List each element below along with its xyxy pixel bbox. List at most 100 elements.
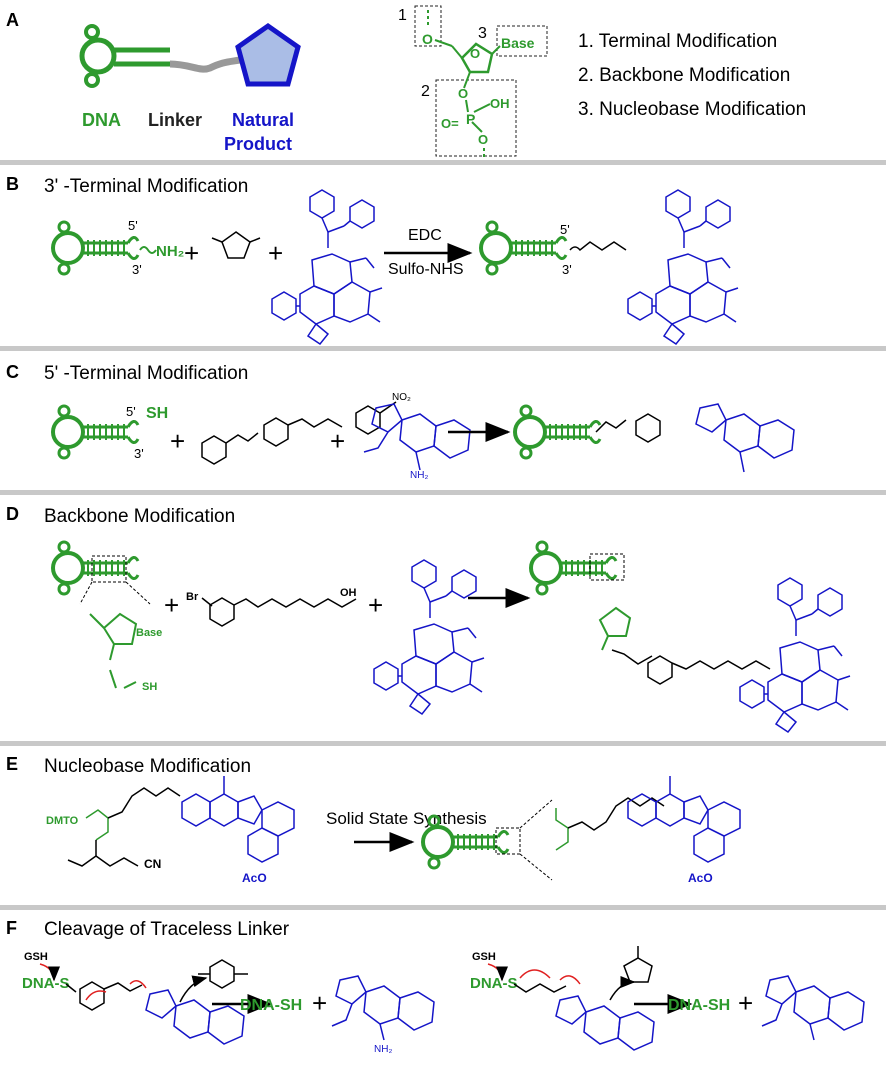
bromobenzyl-disulfide-linker <box>201 597 357 627</box>
divider-a-b <box>0 160 886 165</box>
label-natural: Natural <box>232 110 294 130</box>
panel-a: A DNA Linker Natural Product <box>6 5 806 162</box>
atom-p: P <box>466 111 475 127</box>
panel-c: C 5' -Terminal Modification 5' SH 3' + N… <box>6 362 795 481</box>
dna-hairpin-b-right <box>479 220 568 276</box>
plus-c-2: + <box>330 426 345 456</box>
nitro-group: NO₂ <box>392 392 411 403</box>
atom-oh: OH <box>490 96 510 111</box>
label-5prime-c: 5' <box>126 404 136 419</box>
label-product: Product <box>224 134 292 154</box>
atom-ring-o: O <box>470 46 480 61</box>
paclitaxel-conjugate-b <box>627 189 739 345</box>
label-3prime-c: 3' <box>134 446 144 461</box>
mitomycin-c-released-left <box>331 975 435 1041</box>
carboxyl-oh: OH <box>340 587 357 599</box>
panel-b-letter: B <box>6 174 19 194</box>
gsh-label-left: GSH <box>24 951 48 963</box>
panel-e-letter: E <box>6 754 18 774</box>
succinic-anhydride <box>211 231 261 259</box>
amine-mitomycin-c: NH₂ <box>410 470 428 481</box>
position-3-label: 3 <box>478 25 487 42</box>
panel-f-title: Cleavage of Traceless Linker <box>44 919 290 940</box>
label-5prime-b: 5' <box>128 218 138 233</box>
panel-c-letter: C <box>6 362 19 382</box>
plus-f-left: + <box>312 988 327 1018</box>
modified-nucleotide-e <box>555 797 665 851</box>
plus-f-right: + <box>738 988 753 1018</box>
atom-o-lower: O <box>478 132 488 147</box>
quinone-methide <box>179 959 248 1003</box>
mitomycin-c <box>363 403 471 471</box>
plus-d-1: + <box>164 590 179 620</box>
nucleotide-structure <box>414 5 548 162</box>
thiophosphate-nucleotide <box>89 612 138 689</box>
mitomycin-c-leaving-left <box>145 989 245 1045</box>
cyano-group: CN <box>144 857 161 871</box>
modification-list-item-1: 1. Terminal Modification <box>578 31 777 52</box>
panel-f: F Cleavage of Traceless Linker GSH DNA-S… <box>6 918 865 1055</box>
label-5prime-b-product: 5' <box>560 222 570 237</box>
camptothecin-derivative-right <box>627 776 741 863</box>
panel-b: B 3' -Terminal Modification 5' 3' NH₂ + … <box>6 174 739 345</box>
thiol-group-c: SH <box>146 405 168 422</box>
plus-c-1: + <box>170 426 185 456</box>
label-linker: Linker <box>148 110 202 130</box>
mitomycin-c-leaving-right <box>555 995 655 1051</box>
panel-d-letter: D <box>6 504 19 524</box>
oxathiolanone <box>609 946 653 1001</box>
panel-f-letter: F <box>6 918 17 938</box>
dna-disulfide-left: DNA-S <box>22 975 70 992</box>
atom-o-double: O= <box>441 116 459 131</box>
thiol-label-d: SH <box>142 681 157 693</box>
reagent-sulfo-nhs: Sulfo-NHS <box>388 261 464 278</box>
atom-o-3prime: O <box>458 86 468 101</box>
thiophosphate-conjugate <box>598 606 771 685</box>
label-dna: DNA <box>82 110 121 130</box>
natural-product-pentagon <box>235 22 301 87</box>
panel-a-letter: A <box>6 10 19 30</box>
gsh-label-right: GSH <box>472 951 496 963</box>
bromo-atom: Br <box>186 591 199 603</box>
acetoxy-right: AcO <box>688 871 713 885</box>
dna-hairpin-b-left <box>51 220 140 276</box>
position-2-label: 2 <box>421 83 430 100</box>
amine-released-left: NH₂ <box>374 1044 392 1055</box>
panel-e: E Nucleobase Modification DMTO CN AcO So… <box>6 754 741 885</box>
label-3prime-b-product: 3' <box>562 262 572 277</box>
position-1-label: 1 <box>398 7 407 24</box>
modification-list-item-3: 3. Nucleobase Modification <box>578 99 806 120</box>
divider-d-e <box>0 741 886 746</box>
plus-b-1: + <box>184 238 199 268</box>
plus-b-2: + <box>268 238 283 268</box>
modification-list-item-2: 2. Backbone Modification <box>578 65 790 86</box>
dna-schematic-a <box>79 22 301 88</box>
dna-hairpin-c-right <box>513 404 602 460</box>
amine-group-b: NH₂ <box>156 243 184 260</box>
atom-o-5prime: O <box>422 31 433 47</box>
label-base-d: Base <box>136 627 162 639</box>
paclitaxel-b <box>271 189 383 345</box>
label-3prime-b: 3' <box>132 262 142 277</box>
divider-e-f <box>0 905 886 910</box>
paclitaxel-d <box>373 559 485 715</box>
divider-c-d <box>0 490 886 495</box>
dna-hairpin-d-left <box>51 540 140 596</box>
panel-d: D Backbone Modification Base SH + Br OH … <box>6 504 851 733</box>
label-base: Base <box>501 35 535 51</box>
panel-d-title: Backbone Modification <box>44 506 235 527</box>
solid-state-synthesis-label: Solid State Synthesis <box>326 809 487 828</box>
benzyl-disulfide-linker-f <box>65 980 147 1011</box>
mitomycin-c-released-right <box>761 975 865 1041</box>
mitomycin-c-conjugate <box>695 403 795 473</box>
acetoxy-left: AcO <box>242 871 267 885</box>
panel-e-title: Nucleobase Modification <box>44 756 251 777</box>
dna-disulfide-right: DNA-S <box>470 975 518 992</box>
phosphoramidite-linker <box>67 787 181 867</box>
panel-c-title: 5' -Terminal Modification <box>44 363 248 384</box>
dna-hairpin-d-right <box>529 540 618 596</box>
ethyl-disulfide-linker-f <box>513 969 581 993</box>
camptothecin-derivative-left <box>181 776 295 863</box>
plus-d-2: + <box>368 590 383 620</box>
